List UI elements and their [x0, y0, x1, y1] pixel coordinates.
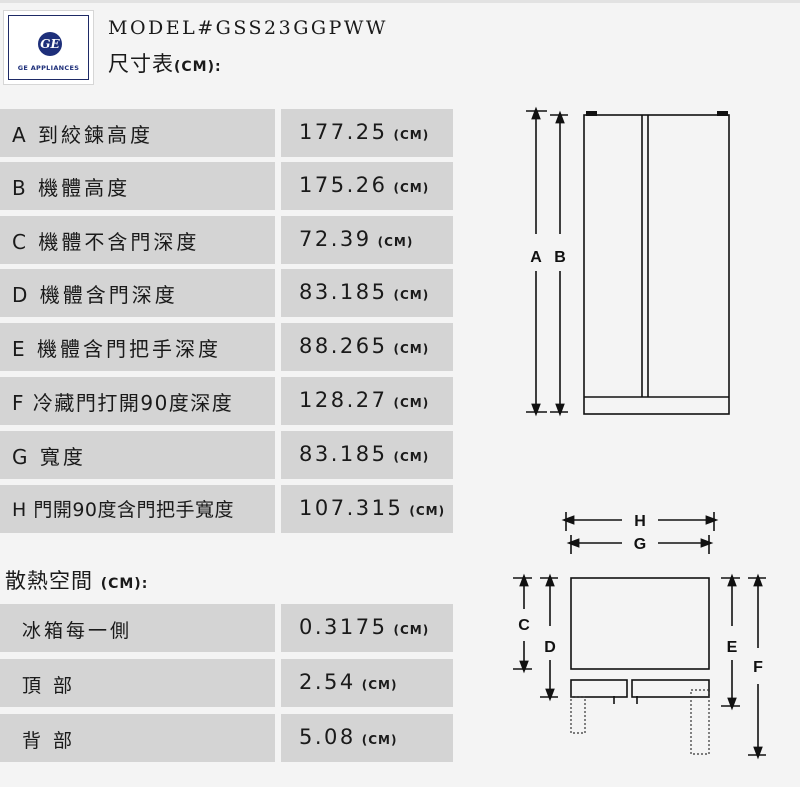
model-number: MODEL#GSS23GGPWW — [108, 17, 388, 39]
dimension-label: H 門開90度含門把手寬度 — [12, 499, 235, 521]
dimension-label-cell: G 寬度 — [0, 431, 275, 479]
svg-text:G: G — [634, 536, 646, 553]
dimension-label-cell: B 機體高度 — [0, 162, 275, 210]
clearance-value: 2.54 — [299, 670, 356, 694]
dimension-value: 177.25 — [299, 120, 388, 144]
dimension-label: D 機體含門深度 — [12, 283, 178, 307]
dimension-label: G 寬度 — [12, 445, 86, 469]
dimension-value: 83.185 — [299, 280, 388, 304]
top-view-diagram — [513, 512, 766, 760]
brand-name: GE APPLIANCES — [17, 64, 80, 72]
svg-text:F: F — [753, 659, 763, 676]
dimension-value: 83.185 — [299, 442, 388, 466]
dimension-unit: (CM) — [393, 288, 430, 302]
dimension-value-cell: 175.26 (CM) — [281, 162, 453, 210]
svg-text:E: E — [727, 639, 738, 656]
dimension-unit: (CM) — [393, 450, 430, 464]
dimension-label: A 到絞鍊高度 — [12, 123, 154, 147]
title-text: 尺寸表 — [108, 52, 174, 76]
dimension-label-cell: C 機體不含門深度 — [0, 216, 275, 264]
ge-appliances-logo: GE GE APPLIANCES — [3, 10, 94, 85]
clearance-value-cell: 5.08 (CM) — [281, 714, 453, 762]
clearance-unit: (CM) — [393, 623, 430, 637]
dimension-unit: (CM) — [377, 235, 414, 249]
clearance-value-cell: 2.54 (CM) — [281, 659, 453, 707]
clearance-value: 5.08 — [299, 725, 356, 749]
clearance-label: 背 部 — [22, 730, 76, 752]
clearance-unit: (CM) — [361, 733, 398, 747]
dimension-unit: (CM) — [393, 128, 430, 142]
dimension-unit: (CM) — [393, 342, 430, 356]
dimension-label: E 機體含門把手深度 — [12, 337, 221, 361]
dimension-value: 72.39 — [299, 227, 372, 251]
dimension-label-cell: A 到絞鍊高度 — [0, 109, 275, 157]
dimension-value-cell: 83.185 (CM) — [281, 269, 453, 317]
dimension-value: 128.27 — [299, 388, 388, 412]
dimension-unit: (CM) — [393, 181, 430, 195]
dimension-value-cell: 83.185 (CM) — [281, 431, 453, 479]
dimension-label-cell: E 機體含門把手深度 — [0, 323, 275, 371]
ge-monogram-icon: GE — [38, 32, 62, 56]
dimension-value: 88.265 — [299, 334, 388, 358]
dimension-unit: (CM) — [393, 396, 430, 410]
clearance-label-cell: 冰箱每一側 — [0, 604, 275, 652]
clearance-unit: (CM) — [361, 678, 398, 692]
svg-text:A: A — [530, 249, 542, 266]
dimension-value: 175.26 — [299, 173, 388, 197]
page-title: 尺寸表(CM): — [108, 48, 222, 78]
dimension-value-cell: 72.39 (CM) — [281, 216, 453, 264]
clearance-label: 冰箱每一側 — [22, 620, 133, 642]
dimension-unit: (CM) — [409, 504, 446, 518]
dimension-label-cell: F 冷藏門打開90度深度 — [0, 377, 275, 425]
clearance-label-cell: 背 部 — [0, 714, 275, 762]
title-unit: (CM): — [174, 59, 222, 75]
dimension-label-cell: D 機體含門深度 — [0, 269, 275, 317]
dimension-value-cell: 88.265 (CM) — [281, 323, 453, 371]
clearance-label: 頂 部 — [22, 675, 76, 697]
clearance-value: 0.3175 — [299, 615, 388, 639]
svg-text:D: D — [544, 639, 556, 656]
clearance-label-cell: 頂 部 — [0, 659, 275, 707]
dimension-value-cell: 177.25 (CM) — [281, 109, 453, 157]
clearance-title: 散熱空間 (CM): — [5, 565, 148, 595]
svg-text:C: C — [518, 617, 530, 634]
clearance-value-cell: 0.3175 (CM) — [281, 604, 453, 652]
dimension-label: F 冷藏門打開90度深度 — [12, 391, 234, 415]
dimension-label: C 機體不含門深度 — [12, 230, 200, 254]
dimension-value-cell: 128.27 (CM) — [281, 377, 453, 425]
dimension-value: 107.315 — [299, 496, 404, 520]
logo-frame: GE GE APPLIANCES — [8, 15, 89, 80]
dimension-label-cell: H 門開90度含門把手寬度 — [0, 485, 275, 533]
clearance-title-unit: (CM): — [100, 576, 149, 592]
clearance-title-text: 散熱空間 — [5, 569, 93, 593]
dimension-label: B 機體高度 — [12, 176, 131, 200]
svg-text:B: B — [554, 249, 566, 266]
top-divider — [0, 0, 800, 3]
svg-text:H: H — [634, 513, 646, 530]
dimension-value-cell: 107.315 (CM) — [281, 485, 453, 533]
